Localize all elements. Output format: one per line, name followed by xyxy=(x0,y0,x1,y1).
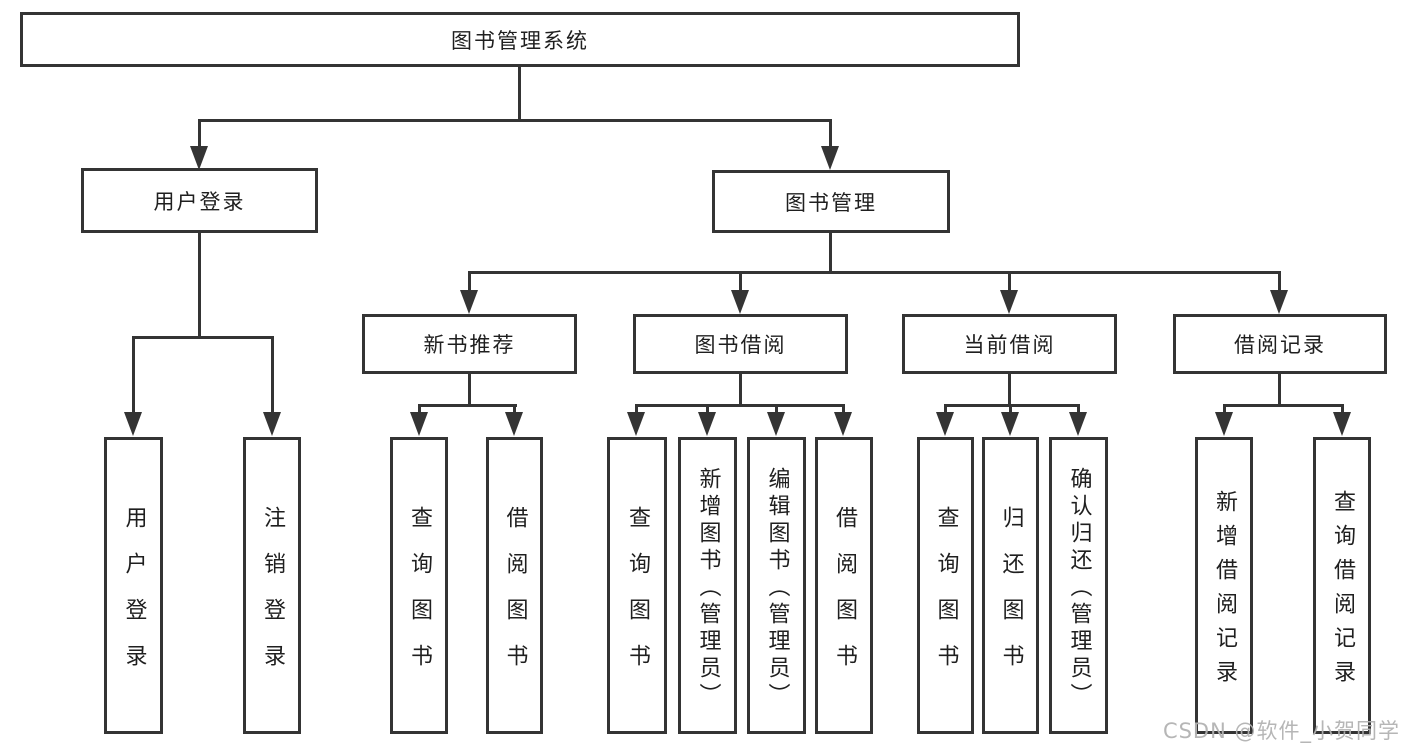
connector-to-new-book xyxy=(468,271,471,292)
leaf-return-books-label: 归还图书 xyxy=(998,505,1024,690)
arrowhead-g1-c0 xyxy=(627,412,645,436)
connector-g3-stem xyxy=(1278,374,1281,407)
connector-to-user-login xyxy=(198,119,201,147)
leaf-query-books-1: 查询图书 xyxy=(390,437,448,734)
connector-root-rail xyxy=(198,119,831,122)
node-current-borrow: 当前借阅 xyxy=(902,314,1117,374)
connector-user-login-rail xyxy=(132,336,274,339)
node-current-borrow-label: 当前借阅 xyxy=(963,333,1056,357)
leaf-query-books-2: 查询图书 xyxy=(607,437,667,734)
connector-to-leaf-user-login xyxy=(132,336,135,415)
connector-g2-c0 xyxy=(944,404,947,415)
connector-g1-c0 xyxy=(635,404,638,415)
node-new-book-recommend: 新书推荐 xyxy=(362,314,577,374)
leaf-borrow-books-2: 借阅图书 xyxy=(815,437,873,734)
node-book-management: 图书管理 xyxy=(712,170,950,233)
arrowhead-book-borrow xyxy=(731,290,749,314)
leaf-query-books-3-label: 查询图书 xyxy=(933,505,959,690)
leaf-query-borrow-record-label: 查询借阅记录 xyxy=(1330,489,1355,694)
leaf-add-borrow-record-label: 新增借阅记录 xyxy=(1212,489,1237,694)
leaf-return-books: 归还图书 xyxy=(982,437,1039,734)
leaf-user-login: 用户登录 xyxy=(104,437,163,734)
node-new-book-recommend-label: 新书推荐 xyxy=(423,333,516,357)
connector-g0-c1 xyxy=(513,404,516,415)
leaf-logout-label: 注销登录 xyxy=(260,505,285,690)
node-book-borrow: 图书借阅 xyxy=(633,314,848,374)
node-system-label: 图书管理系统 xyxy=(451,28,589,53)
connector-g1-rail xyxy=(635,404,845,407)
leaf-confirm-return-admin-label: 确认归还（管理员） xyxy=(1066,466,1092,710)
connector-to-leaf-logout xyxy=(271,336,274,415)
connector-book-mgmt-rail xyxy=(468,271,1281,274)
leaf-borrow-books-1-label: 借阅图书 xyxy=(502,505,528,690)
node-user-login: 用户登录 xyxy=(81,168,318,233)
arrowhead-g3-c0 xyxy=(1215,412,1233,436)
leaf-confirm-return-admin: 确认归还（管理员） xyxy=(1049,437,1108,734)
connector-g2-c1 xyxy=(1009,404,1012,415)
connector-g1-c2 xyxy=(775,404,778,415)
leaf-add-borrow-record: 新增借阅记录 xyxy=(1195,437,1253,734)
leaf-add-books-admin: 新增图书（管理员） xyxy=(678,437,737,734)
leaf-add-books-admin-label: 新增图书（管理员） xyxy=(695,466,721,710)
node-user-login-label: 用户登录 xyxy=(153,189,246,214)
arrowhead-book-mgmt xyxy=(821,146,839,170)
leaf-query-books-3: 查询图书 xyxy=(917,437,974,734)
arrowhead-g2-c1 xyxy=(1001,412,1019,436)
leaf-query-books-2-label: 查询图书 xyxy=(625,505,650,690)
arrowhead-new-book xyxy=(460,290,478,314)
connector-g2-rail xyxy=(944,404,1080,407)
connector-g2-stem xyxy=(1008,374,1011,407)
connector-g0-stem xyxy=(468,374,471,407)
leaf-query-books-1-label: 查询图书 xyxy=(407,505,432,690)
arrowhead-leaf-user-login xyxy=(124,412,142,436)
arrowhead-borrow-records xyxy=(1270,290,1288,314)
connector-to-borrow-records xyxy=(1278,271,1281,292)
arrowhead-current-borrow xyxy=(1000,290,1018,314)
connector-g0-rail xyxy=(418,404,517,407)
arrowhead-g3-c1 xyxy=(1333,412,1351,436)
connector-book-mgmt-stem xyxy=(829,233,832,274)
connector-g2-c2 xyxy=(1077,404,1080,415)
connector-g3-rail xyxy=(1223,404,1343,407)
connector-g0-c0 xyxy=(418,404,421,415)
arrowhead-g2-c0 xyxy=(936,412,954,436)
arrowhead-g1-c2 xyxy=(767,412,785,436)
node-book-borrow-label: 图书借阅 xyxy=(694,333,787,357)
connector-to-book-mgmt xyxy=(829,119,832,147)
arrowhead-g2-c2 xyxy=(1069,412,1087,436)
leaf-edit-books-admin-label: 编辑图书（管理员） xyxy=(764,466,790,710)
leaf-query-borrow-record: 查询借阅记录 xyxy=(1313,437,1371,734)
connector-g3-c1 xyxy=(1341,404,1344,415)
arrowhead-leaf-logout xyxy=(263,412,281,436)
connector-g1-c3 xyxy=(842,404,845,415)
connector-g1-stem xyxy=(739,374,742,407)
node-system: 图书管理系统 xyxy=(20,12,1020,67)
connector-root-stem xyxy=(518,67,521,121)
arrowhead-g1-c1 xyxy=(698,412,716,436)
csdn-watermark: CSDN @软件_小贺同学 xyxy=(1162,719,1400,743)
arrowhead-g1-c3 xyxy=(834,412,852,436)
node-book-management-label: 图书管理 xyxy=(785,190,877,215)
leaf-user-login-label: 用户登录 xyxy=(121,505,147,690)
connector-user-login-stem xyxy=(198,233,201,338)
node-borrow-records: 借阅记录 xyxy=(1173,314,1387,374)
node-borrow-records-label: 借阅记录 xyxy=(1234,333,1326,357)
arrowhead-user-login xyxy=(190,146,208,170)
connector-g1-c1 xyxy=(706,404,709,415)
arrowhead-g0-c1 xyxy=(505,412,523,436)
connector-to-book-borrow xyxy=(739,271,742,292)
connector-g3-c0 xyxy=(1223,404,1226,415)
leaf-edit-books-admin: 编辑图书（管理员） xyxy=(747,437,806,734)
connector-to-current-borrow xyxy=(1008,271,1011,292)
leaf-borrow-books-2-label: 借阅图书 xyxy=(832,505,857,690)
leaf-borrow-books-1: 借阅图书 xyxy=(486,437,543,734)
arrowhead-g0-c0 xyxy=(410,412,428,436)
leaf-logout: 注销登录 xyxy=(243,437,301,734)
